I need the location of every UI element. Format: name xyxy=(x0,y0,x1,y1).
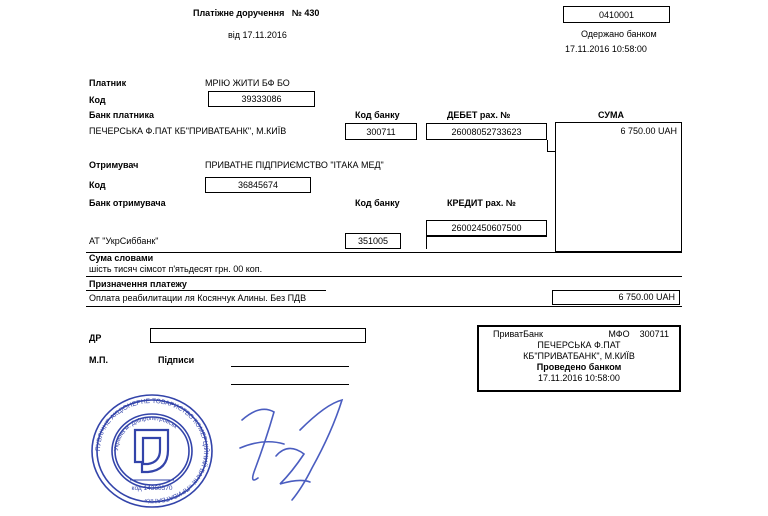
payer-name: МРІЮ ЖИТИ БФ БО xyxy=(205,78,290,88)
divider-purpose xyxy=(86,276,682,277)
divider-debit xyxy=(547,140,548,152)
received-datetime: 17.11.2016 10:58:00 xyxy=(565,44,647,54)
payer-bank-code-box: 300711 xyxy=(345,123,417,140)
seal-ring-3 xyxy=(111,413,193,489)
seal-ring-2 xyxy=(96,399,208,503)
form-code: 0410001 xyxy=(598,9,635,20)
signatures-label: Підписи xyxy=(158,355,195,365)
bank-stamp-processed-label: Проведено банком xyxy=(536,362,622,372)
signature-line-1 xyxy=(231,366,349,367)
payer-label: Платник xyxy=(89,78,127,88)
recipient-bank-name: АТ "УкрСиббанк" xyxy=(89,236,159,246)
recipient-label: Отримувач xyxy=(89,160,139,170)
recipient-name: ПРИВАТНЕ ПІДПРИЄМСТВО "ІТАКА МЕД" xyxy=(205,160,384,170)
bank-stamp-mfo-label: МФО xyxy=(608,329,630,339)
received-label: Одержано банком xyxy=(581,29,657,39)
doc-title-text: Платіжне доручення xyxy=(193,8,285,18)
seal-outer-ring xyxy=(91,394,213,508)
divider-debit-h xyxy=(547,151,555,152)
payer-code-label: Код xyxy=(89,95,106,105)
payer-bank-code-label: Код банку xyxy=(355,110,400,120)
debit-account-box: 26008052733623 xyxy=(426,123,547,140)
credit-account: 26002450607500 xyxy=(451,223,522,233)
recipient-bank-code-box: 351005 xyxy=(345,233,401,249)
doc-title: Платіжне доручення № 430 xyxy=(193,8,319,18)
doc-number: № 430 xyxy=(291,8,320,18)
debit-account: 26008052733623 xyxy=(451,126,522,137)
recipient-bank-code: 351005 xyxy=(357,236,389,246)
purpose-sum-box: 6 750.00 UAH xyxy=(552,290,680,305)
sum-box: 6 750.00 UAH xyxy=(555,122,682,252)
seal-code-text: код 14360570 xyxy=(132,485,173,492)
payer-bank-code: 300711 xyxy=(366,126,396,137)
sum-value: 6 750.00 UAH xyxy=(620,126,677,136)
debit-label: ДЕБЕТ рах. № xyxy=(447,110,511,120)
mp-label: М.П. xyxy=(89,355,108,365)
privatbank-logo-icon xyxy=(133,428,170,474)
divider-credit-h xyxy=(426,236,547,237)
divider-credit-l xyxy=(426,236,427,249)
recipient-bank-label: Банк отримувача xyxy=(89,198,166,208)
handwritten-signature xyxy=(239,398,344,501)
sum-words-label: Сума словами xyxy=(89,253,154,263)
bank-stamp-processed-datetime: 17.11.2016 10:58:00 xyxy=(538,373,620,383)
signature-stroke-4 xyxy=(291,398,344,501)
recipient-bank-code-label: Код банку xyxy=(355,198,400,208)
bank-processed-box: ПриватБанк МФО 300711 ПЕЧЕРСЬКА Ф.ПАТ КБ… xyxy=(477,325,681,392)
bank-stamp-branch-1: ПЕЧЕРСЬКА Ф.ПАТ xyxy=(537,340,621,350)
divider-sum-words xyxy=(86,252,682,253)
signature-stroke-3 xyxy=(275,447,311,485)
recipient-code: 36845674 xyxy=(237,180,279,190)
payer-bank-label: Банк платника xyxy=(89,110,154,120)
sum-label: СУМА xyxy=(598,110,624,120)
payer-code: 39333086 xyxy=(241,94,282,104)
signature-stroke-1 xyxy=(241,408,275,481)
recipient-code-label: Код xyxy=(89,180,106,190)
form-code-box: 0410001 xyxy=(563,6,670,23)
purpose-text: Оплата реабилитации ля Косянчук Алины. Б… xyxy=(89,293,307,303)
bank-stamp-mfo-row: ПриватБанк МФО 300711 xyxy=(479,329,679,340)
recipient-code-box: 36845674 xyxy=(205,177,311,193)
dr-label: ДР xyxy=(89,333,102,343)
dr-box xyxy=(150,328,366,343)
signature-stroke-2 xyxy=(239,440,285,449)
divider-purpose-bottom xyxy=(86,306,682,307)
seal-ring-4 xyxy=(114,416,190,486)
sum-words-text: шість тисяч сімсот п'ятьдесят грн. 00 ко… xyxy=(89,264,263,274)
signature-line-2 xyxy=(231,384,349,385)
purpose-sum: 6 750.00 UAH xyxy=(618,292,675,302)
divider-purpose-label xyxy=(86,290,326,291)
purpose-label: Призначення платежу xyxy=(89,279,187,289)
payer-code-box: 39333086 xyxy=(208,91,315,107)
credit-label: КРЕДИТ рах. № xyxy=(447,198,516,208)
bank-stamp-mfo: 300711 xyxy=(639,329,669,339)
credit-account-box: 26002450607500 xyxy=(426,220,547,236)
bank-stamp-bank: ПриватБанк xyxy=(493,329,543,339)
payer-bank-name: ПЕЧЕРСЬКА Ф.ПАТ КБ"ПРИВАТБАНК", М.КИЇВ xyxy=(89,126,287,136)
bank-seal: ПУБЛІЧНЕ АКЦІОНЕРНЕ ТОВАРИСТВО КОМЕРЦІЙН… xyxy=(91,394,213,508)
bank-stamp-branch-2: КБ"ПРИВАТБАНК", М.КИЇВ xyxy=(523,351,635,361)
doc-date: від 17.11.2016 xyxy=(228,30,287,40)
